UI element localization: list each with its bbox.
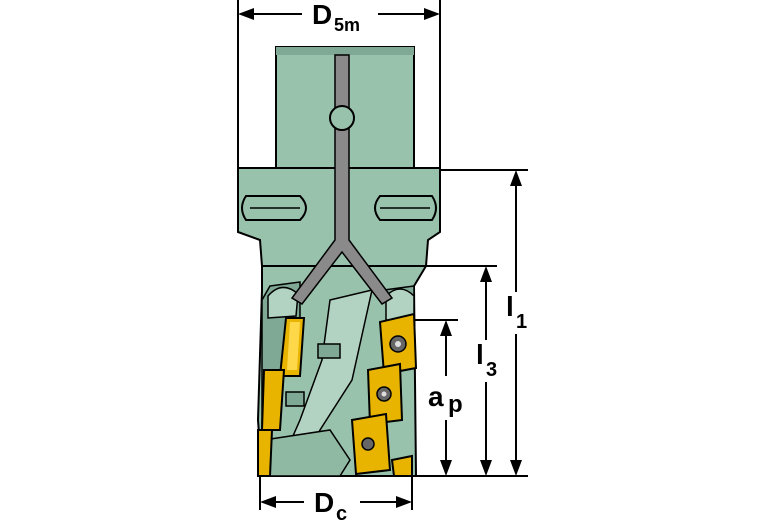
label-ap-sub: p — [448, 391, 463, 418]
label-l1: l 1 — [506, 291, 527, 333]
label-l1-main: l — [506, 291, 514, 322]
insert-left-1 — [278, 317, 306, 377]
coolant-channel — [290, 54, 394, 305]
drive-slot-right — [374, 195, 437, 221]
label-dc-main: D — [314, 487, 334, 518]
label-ap: a p — [428, 381, 463, 418]
label-dc-sub: c — [336, 503, 347, 523]
label-d5m-main: D — [312, 0, 332, 30]
label-l1-sub: 1 — [516, 311, 527, 333]
label-d5m: D 5m — [312, 0, 360, 35]
label-dc: D c — [314, 487, 347, 523]
label-ap-main: a — [428, 381, 444, 412]
insert-right-3 — [350, 412, 392, 476]
insert-left-2 — [260, 369, 286, 431]
label-l3-sub: 3 — [486, 359, 497, 381]
drive-slot-left — [241, 195, 307, 221]
label-l3-main: l — [476, 339, 484, 370]
insert-left-3 — [257, 429, 274, 477]
insert-right-1 — [378, 312, 418, 376]
label-d5m-sub: 5m — [334, 15, 360, 35]
insert-screw-icon — [361, 437, 375, 451]
inserts — [257, 312, 418, 477]
dimension-lines — [238, 8, 522, 508]
label-l3: l 3 — [476, 339, 497, 381]
insert-bottom — [390, 454, 413, 477]
insert-right-2 — [366, 362, 404, 426]
